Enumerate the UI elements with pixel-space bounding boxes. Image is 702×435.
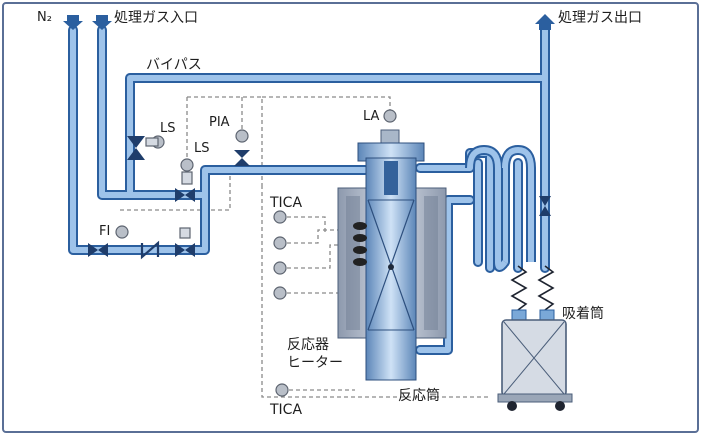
valves <box>88 136 551 257</box>
n2-inlet-arrow-icon <box>63 15 83 30</box>
label-n2: N₂ <box>37 10 52 25</box>
pia-indicator <box>235 129 249 143</box>
tica-sensor-2 <box>273 236 287 250</box>
label-reactor-heater-2: ヒーター <box>287 355 343 371</box>
label-bypass: バイパス <box>146 57 202 73</box>
tica-sensor-3 <box>273 261 287 275</box>
fi-indicator <box>115 225 129 239</box>
adsorption-tube <box>497 309 573 411</box>
label-pia: PIA <box>209 115 230 130</box>
reactor <box>337 129 447 381</box>
valve-inlet <box>175 188 195 202</box>
label-reaction-tube: 反応筒 <box>398 388 440 404</box>
springs <box>510 265 555 311</box>
instruments <box>115 109 397 397</box>
label-gas-inlet: 処理ガス入口 <box>114 10 198 26</box>
valve-pia <box>234 150 250 166</box>
valve-n2 <box>88 243 108 257</box>
flow-arrows <box>63 14 555 30</box>
tica-sensor-1 <box>273 210 287 224</box>
tica-sensor-lower <box>275 383 289 397</box>
check-valve <box>140 240 160 260</box>
ls-indicator-2 <box>180 158 194 172</box>
label-ls-2: LS <box>194 141 210 156</box>
valve-n2-second <box>175 243 195 257</box>
label-la: LA <box>363 109 380 124</box>
signal-lines <box>120 96 488 398</box>
la-indicator <box>383 109 397 123</box>
label-tica-upper: TICA <box>270 195 303 211</box>
label-reactor-heater-1: 反応器 <box>287 337 329 353</box>
gas-inlet-arrow-icon <box>92 15 112 30</box>
gas-outlet-arrow-icon <box>535 14 555 30</box>
pipes <box>68 25 550 355</box>
valve-outlet <box>539 196 551 216</box>
label-tica-lower: TICA <box>270 402 303 418</box>
label-adsorption-tube: 吸着筒 <box>562 306 604 322</box>
label-gas-outlet: 処理ガス出口 <box>558 10 642 26</box>
label-ls-1: LS <box>160 121 176 136</box>
tica-sensor-4 <box>273 286 287 300</box>
label-fi: FI <box>99 224 111 239</box>
valve-bypass <box>127 136 145 160</box>
